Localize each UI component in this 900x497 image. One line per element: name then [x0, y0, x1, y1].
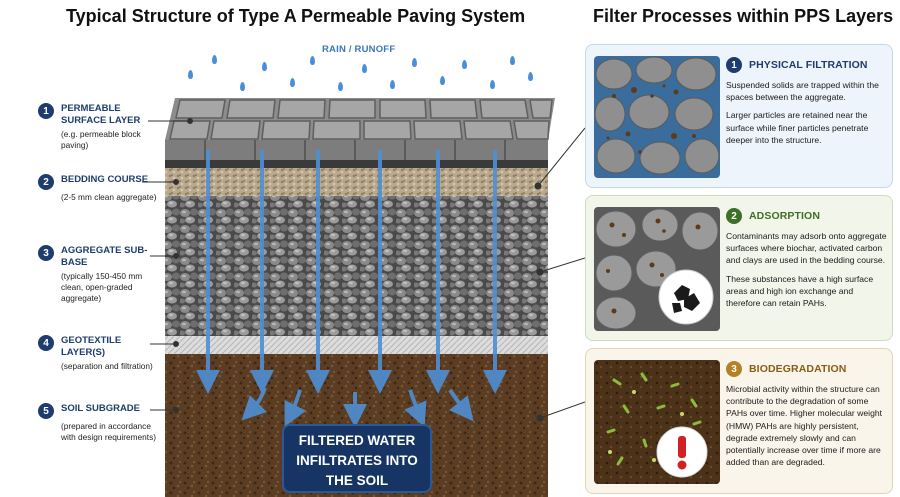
process-title: ADSORPTION	[749, 210, 821, 222]
layer-description: (2-5 mm clean aggregate)	[61, 192, 157, 202]
processes-title: Filter Processes within PPS Layers	[593, 6, 894, 26]
soil-microbes-illustration	[594, 360, 720, 484]
callout-line: THE SOIL	[325, 473, 389, 488]
step-badge: 3	[726, 361, 742, 377]
layer-name: GEOTEXTILE LAYER(S)	[61, 335, 122, 358]
filtered-water-callout: FILTERED WATER INFILTRATES INTO THE SOIL	[282, 424, 432, 493]
geotextile-layer	[165, 336, 548, 354]
aggregate-filtration-illustration	[594, 56, 720, 178]
step-badge: 2	[38, 174, 54, 190]
process-panel-physical-filtration: 1 PHYSICAL FILTRATION Suspended solids ar…	[585, 44, 893, 188]
raindrop-icon	[212, 55, 217, 64]
layer-legend-3: 3 AGGREGATE SUB-BASE (typically 150-450 m…	[38, 245, 158, 304]
layer-name: SOIL SUBGRADE	[61, 403, 141, 414]
process-description: Larger particles are retained near the s…	[726, 110, 869, 145]
raindrop-icon	[462, 60, 467, 69]
paver-blocks	[169, 99, 553, 140]
process-description: Microbial activity within the structure …	[726, 384, 883, 468]
process-description: These substances have a high surface are…	[726, 273, 874, 309]
raindrop-icon	[412, 58, 417, 67]
raindrop-icon	[362, 64, 367, 73]
process-title: BIODEGRADATION	[749, 363, 847, 375]
adsorption-illustration	[594, 207, 720, 331]
layer-name: PERMEABLE SURFACE LAYER	[61, 103, 141, 126]
raindrop-icon	[440, 76, 445, 85]
callout-line: FILTERED WATER	[298, 433, 416, 448]
raindrop-icon	[390, 80, 395, 89]
step-badge: 3	[38, 245, 54, 261]
process-panel-adsorption: 2 ADSORPTION Contaminants may adsorb onto…	[585, 195, 893, 341]
layer-name: AGGREGATE SUB-BASE	[61, 245, 148, 268]
process-description: Suspended solids are trapped within the …	[726, 80, 879, 103]
aggregate-subbase-layer	[165, 196, 548, 336]
process-description: Contaminants may adsorb onto aggregate s…	[726, 231, 887, 266]
process-title: PHYSICAL FILTRATION	[749, 59, 868, 71]
step-badge: 5	[38, 403, 54, 419]
raindrop-icon	[338, 82, 343, 91]
step-badge: 1	[38, 103, 54, 119]
layer-description: (e.g. permeable block paving)	[61, 129, 141, 150]
layer-legend-1: 1 PERMEABLE SURFACE LAYER (e.g. permeable…	[38, 103, 158, 151]
layer-name: BEDDING COURSE	[61, 174, 149, 185]
raindrop-icon	[310, 56, 315, 65]
raindrop-icon	[188, 70, 193, 79]
raindrop-icon	[290, 78, 295, 87]
step-badge: 4	[38, 335, 54, 351]
layer-legend-5: 5 SOIL SUBGRADE (prepared in accordance w…	[38, 403, 158, 443]
diagram-title: Typical Structure of Type A Permeable Pa…	[66, 6, 526, 26]
raindrop-icon	[240, 82, 245, 91]
layer-description: (separation and filtration)	[61, 361, 153, 371]
layer-description: (prepared in accordance with design requ…	[61, 421, 156, 442]
paver-front-face	[165, 140, 548, 162]
callout-line: INFILTRATES INTO	[296, 453, 418, 468]
raindrop-icon	[262, 62, 267, 71]
step-badge: 1	[726, 57, 742, 73]
raindrop-icon	[490, 80, 495, 89]
bedding-course-layer	[165, 168, 548, 196]
water-flow-arrows	[196, 150, 507, 428]
layer-legend-2: 2 BEDDING COURSE (2-5 mm clean aggregate)	[38, 174, 158, 203]
process-panel-biodegradation: 3 BIODEGRADATION Microbial activity withi…	[585, 348, 893, 494]
rain-runoff-label: RAIN / RUNOFF	[322, 44, 396, 55]
layer-legend-4: 4 GEOTEXTILE LAYER(S) (separation and fil…	[38, 335, 158, 372]
raindrop-icon	[528, 72, 533, 81]
step-badge: 2	[726, 208, 742, 224]
raindrop-icon	[510, 56, 515, 65]
layer-description: (typically 150-450 mm clean, open-graded…	[61, 271, 143, 303]
process-leader-lines	[534, 127, 585, 422]
legend-leader-lines	[142, 118, 193, 413]
